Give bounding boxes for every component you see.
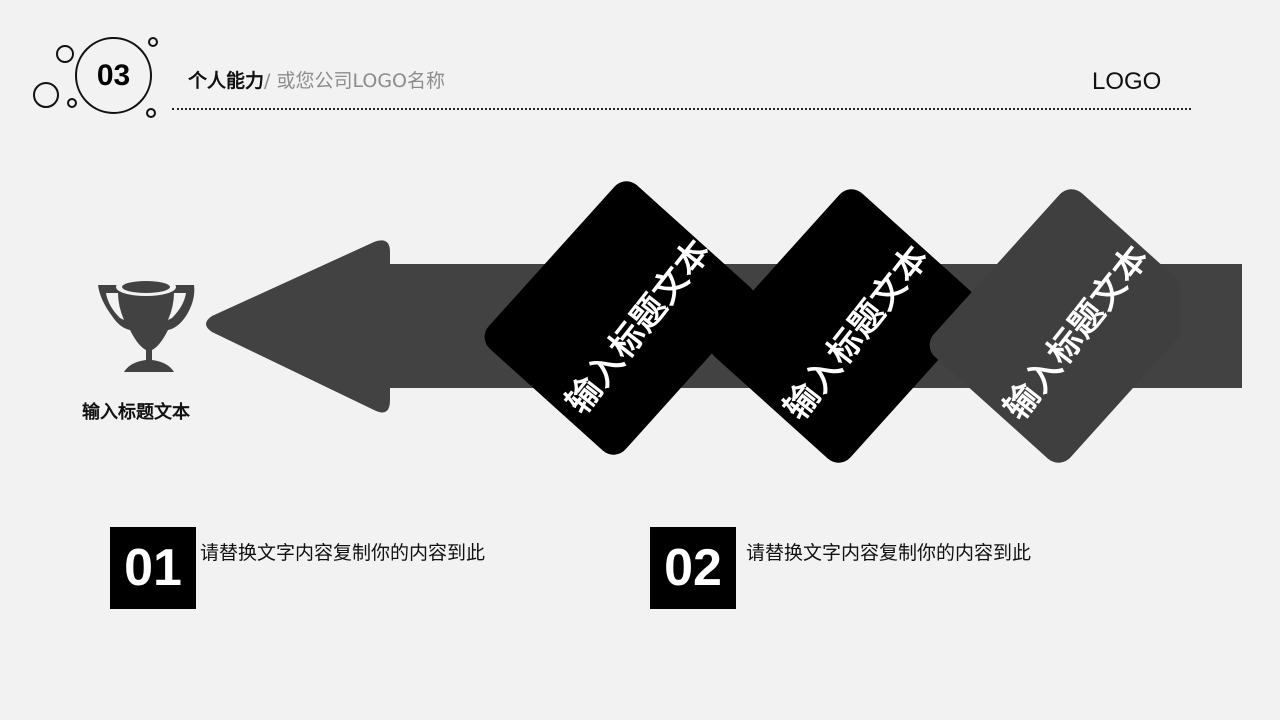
decorative-bubble — [33, 82, 59, 108]
card-3 — [929, 189, 1201, 463]
trophy-icon — [98, 278, 195, 372]
header-divider — [172, 108, 1191, 110]
item-number-01: 01 — [110, 527, 196, 609]
page-title-main: 个人能力 — [188, 70, 265, 92]
decorative-bubble — [148, 37, 158, 47]
page-title: 个人能力/ 或您公司LOGO名称 — [188, 66, 445, 93]
logo-placeholder: LOGO — [1092, 68, 1162, 95]
card-1 — [484, 181, 756, 455]
decorative-bubble — [67, 98, 77, 108]
card-2 — [709, 189, 981, 463]
decorative-bubble — [146, 108, 156, 118]
section-number-badge: 03 — [75, 37, 152, 114]
trophy-label: 输入标题文本 — [82, 402, 190, 423]
item-number-02: 02 — [650, 527, 736, 609]
item-text-02: 请替换文字内容复制你的内容到此 — [746, 542, 1032, 564]
page-title-sub: / 或您公司LOGO名称 — [264, 70, 445, 92]
decorative-bubble — [56, 45, 74, 63]
arrow-band-overlay — [1180, 264, 1242, 388]
item-text-01: 请替换文字内容复制你的内容到此 — [200, 542, 486, 564]
